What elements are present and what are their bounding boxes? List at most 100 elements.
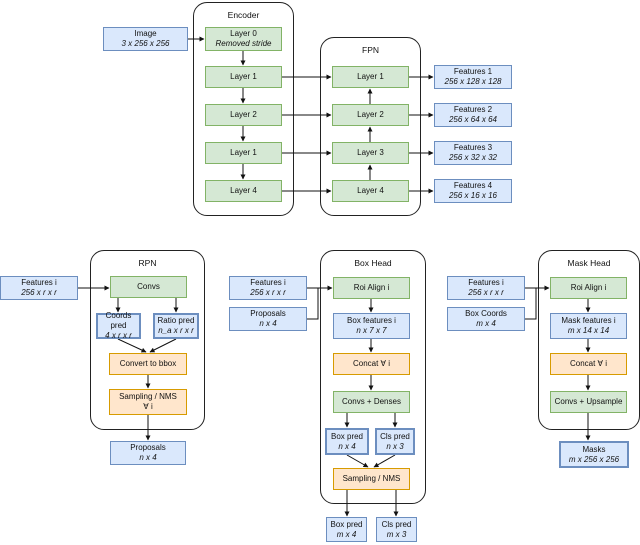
box-coords-label: Box Coords xyxy=(465,309,507,318)
cls-pred-out-label: Cls pred xyxy=(381,519,412,529)
rpn-sampling-label: Sampling / NMS xyxy=(119,392,177,401)
masks-output: Masks m x 256 x 256 xyxy=(559,441,629,468)
ratio-pred-label: Ratio pred xyxy=(157,316,195,325)
rpn-convs: Convs xyxy=(110,276,187,298)
box-features-dims: n x 7 x 7 xyxy=(356,326,387,335)
box-proposals-in-dims: n x 4 xyxy=(259,319,277,328)
rpn-sampling-note: ∀ i xyxy=(143,402,153,411)
rpn-sampling-nms: Sampling / NMS ∀ i xyxy=(109,389,187,415)
cls-pred-label: Cls pred xyxy=(380,431,410,441)
box-pred-out-dims: m x 4 xyxy=(336,529,357,539)
features-1-output: Features 1 256 x 128 x 128 xyxy=(434,65,512,89)
convert-to-bbox-label: Convert to bbox xyxy=(119,359,177,368)
box-proposals-in-label: Proposals xyxy=(250,309,286,318)
box-features-input: Features i 256 x r x r xyxy=(229,276,307,300)
rpn-proposals-output: Proposals n x 4 xyxy=(110,441,186,465)
convs-upsample: Convs + Upsample xyxy=(550,391,627,413)
mask-features-dims: m x 14 x 14 xyxy=(567,326,610,335)
fpn-layer-1: Layer 1 xyxy=(332,66,409,88)
encoder-layer-1b: Layer 1 xyxy=(205,142,282,164)
coords-pred-label: Coords pred xyxy=(105,311,132,330)
box-pred-dims: n x 4 xyxy=(338,441,356,451)
masks-dims: m x 256 x 256 xyxy=(568,454,620,464)
cls-pred: Cls pred n x 3 xyxy=(375,428,415,455)
box-features-in-label: Features i xyxy=(250,278,286,287)
features-3-label: Features 3 xyxy=(453,143,493,152)
features-4-label: Features 4 xyxy=(453,181,493,190)
box-features-label: Box features i xyxy=(347,316,396,325)
box-features: Box features i n x 7 x 7 xyxy=(333,313,410,339)
encoder-layer-1b-label: Layer 1 xyxy=(230,148,257,157)
box-pred-out-label: Box pred xyxy=(330,519,363,529)
fpn-title: FPN xyxy=(362,45,379,55)
rpn-convs-label: Convs xyxy=(137,282,160,291)
box-head-title: Box Head xyxy=(354,258,392,268)
rpn-features-label: Features i xyxy=(21,278,57,287)
mask-roi-align-label: Roi Align i xyxy=(570,283,607,292)
features-2-label: Features 2 xyxy=(453,105,493,114)
convs-denses-label: Convs + Denses xyxy=(342,397,401,406)
box-pred-label: Box pred xyxy=(330,431,364,441)
rpn-features-dims: 256 x r x r xyxy=(21,288,57,297)
fpn-layer-2-label: Layer 2 xyxy=(357,110,384,119)
encoder-layer-2-label: Layer 2 xyxy=(230,110,257,119)
layer0-note: Removed stride xyxy=(215,39,272,48)
image-input: Image 3 x 256 x 256 xyxy=(103,27,188,51)
mask-head-title: Mask Head xyxy=(567,258,611,268)
box-concat-label: Concat ∀ i xyxy=(352,359,391,368)
masks-label: Masks xyxy=(582,444,606,454)
arrow-boxpred-to-sampling xyxy=(346,454,369,468)
box-coords-input: Box Coords m x 4 xyxy=(447,307,525,331)
features-3-output: Features 3 256 x 32 x 32 xyxy=(434,141,512,165)
coords-pred: Coords pred 4 x r x r xyxy=(96,311,141,340)
box-concat: Concat ∀ i xyxy=(333,353,410,375)
rpn-proposals-dims: n x 4 xyxy=(139,453,157,462)
mask-features-in-dims: 256 x r x r xyxy=(468,288,504,297)
mask-roi-align: Roi Align i xyxy=(550,277,627,299)
rpn-features-input: Features i 256 x r x r xyxy=(0,276,78,300)
cls-pred-out-dims: m x 3 xyxy=(386,529,407,539)
fpn-layer-4: Layer 4 xyxy=(332,180,409,202)
fpn-layer-4-label: Layer 4 xyxy=(357,186,384,195)
features-1-dims: 256 x 128 x 128 xyxy=(444,77,502,86)
encoder-layer-2: Layer 2 xyxy=(205,104,282,126)
arrow-coords-to-convert xyxy=(117,338,147,353)
box-pred: Box pred n x 4 xyxy=(325,428,369,455)
encoder-layer-1a: Layer 1 xyxy=(205,66,282,88)
mask-concat: Concat ∀ i xyxy=(550,353,627,375)
convs-denses: Convs + Denses xyxy=(333,391,410,413)
features-4-dims: 256 x 16 x 16 xyxy=(448,191,498,200)
fpn-layer-3-label: Layer 3 xyxy=(357,148,384,157)
arrow-clspred-to-sampling xyxy=(373,454,396,468)
mask-features: Mask features i m x 14 x 14 xyxy=(550,313,627,339)
cls-pred-output: Cls pred m x 3 xyxy=(376,517,417,542)
mask-features-in-label: Features i xyxy=(468,278,504,287)
box-roi-align-label: Roi Align i xyxy=(353,283,390,292)
encoder-title: Encoder xyxy=(227,10,260,20)
features-4-output: Features 4 256 x 16 x 16 xyxy=(434,179,512,203)
rpn-proposals-label: Proposals xyxy=(130,443,166,452)
box-sampling-nms: Sampling / NMS xyxy=(333,468,410,490)
fpn-layer-1-label: Layer 1 xyxy=(357,72,384,81)
ratio-pred: Ratio pred n_a x r x r xyxy=(153,313,199,339)
convs-upsample-label: Convs + Upsample xyxy=(554,397,623,406)
convert-to-bbox: Convert to bbox xyxy=(109,353,187,375)
fpn-layer-2: Layer 2 xyxy=(332,104,409,126)
arrow-box-proposals-in xyxy=(307,288,319,320)
box-sampling-label: Sampling / NMS xyxy=(342,474,401,483)
coords-pred-dims: 4 x r x r xyxy=(105,331,132,340)
fpn-layer-3: Layer 3 xyxy=(332,142,409,164)
arrow-box-coords-in xyxy=(525,288,537,320)
image-label: Image xyxy=(134,29,157,38)
box-roi-align: Roi Align i xyxy=(333,277,410,299)
box-coords-dims: m x 4 xyxy=(476,319,496,328)
encoder-layer-4: Layer 4 xyxy=(205,180,282,202)
arrow-ratio-to-convert xyxy=(149,338,177,353)
features-3-dims: 256 x 32 x 32 xyxy=(448,153,498,162)
layer0-label: Layer 0 xyxy=(230,29,257,38)
mask-features-input: Features i 256 x r x r xyxy=(447,276,525,300)
features-2-output: Features 2 256 x 64 x 64 xyxy=(434,103,512,127)
box-features-in-dims: 256 x r x r xyxy=(250,288,286,297)
